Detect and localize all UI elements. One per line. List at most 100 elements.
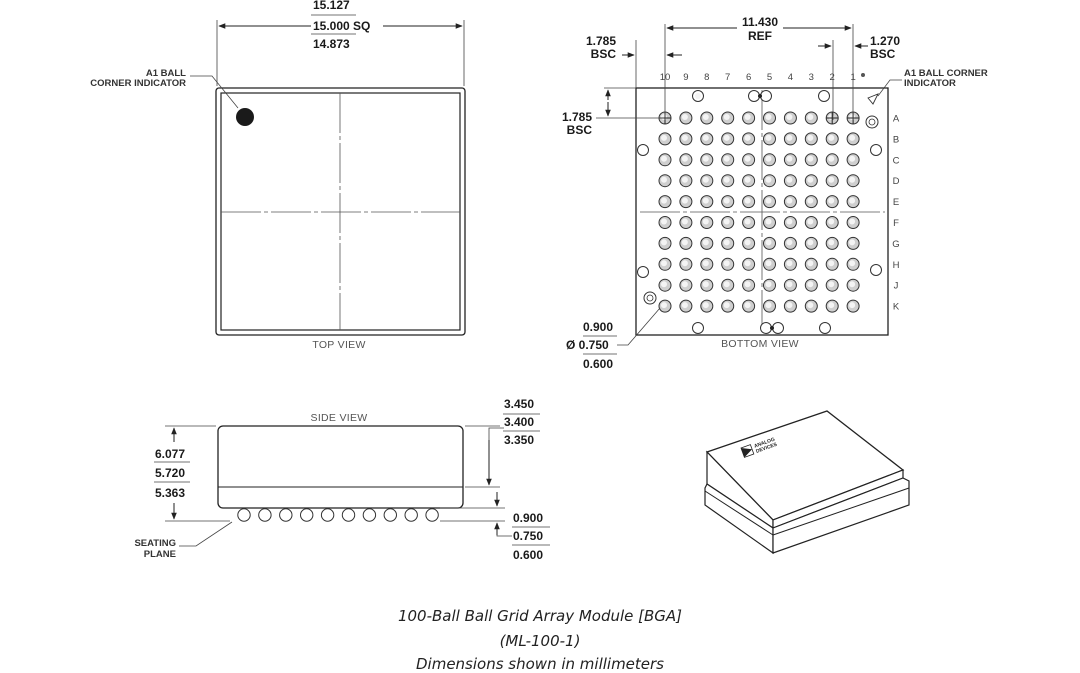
ball-highlight (828, 155, 835, 162)
ball-highlight (849, 176, 856, 183)
column-label-9: 9 (683, 72, 688, 83)
seating-leader (179, 521, 233, 547)
body-nom: 3.400 (504, 415, 534, 429)
ball-dia-min: 0.600 (583, 357, 613, 371)
ball-highlight (723, 114, 730, 120)
side-ball-10 (237, 508, 251, 522)
ball-highlight (765, 114, 772, 120)
ball-highlight (744, 176, 751, 183)
fiducial (772, 322, 784, 334)
ball-highlight (744, 114, 751, 120)
ball-highlight (702, 134, 709, 141)
ball-highlight (744, 197, 751, 204)
side-ball-1 (425, 508, 439, 522)
ball-highlight (786, 134, 793, 141)
ball-highlight (661, 134, 667, 141)
ball-highlight (744, 239, 751, 246)
ball-highlight (849, 155, 856, 162)
ball-highlight (828, 260, 835, 267)
caption-title: 100-Ball Ball Grid Array Module [BGA] (397, 607, 683, 625)
ball-highlight (765, 134, 772, 141)
ball-highlight (807, 155, 814, 162)
ball-highlight (744, 134, 751, 141)
ball-highlight (681, 176, 688, 183)
ball-highlight (849, 302, 856, 309)
ball-highlight (661, 260, 667, 267)
ball-highlight (786, 114, 793, 120)
offset-y-label: BSC (567, 123, 593, 137)
column-label-8: 8 (704, 72, 709, 83)
fiducial (760, 322, 772, 334)
ball-highlight (702, 239, 709, 246)
row-label-G: G (892, 239, 899, 250)
ball-highlight (702, 197, 709, 204)
ball-highlight (807, 260, 814, 267)
ball-highlight (828, 302, 835, 309)
ball-highlight (681, 197, 688, 204)
fiducial (818, 90, 830, 102)
ball-highlight (681, 134, 688, 141)
side-view: SIDE VIEW 6.077 5.720 5.363 3.450 3.400 … (134, 397, 550, 562)
side-ball-5 (341, 508, 356, 522)
top-dim-nom: 15.000 SQ (313, 19, 370, 33)
column-label-2: 2 (830, 72, 835, 83)
ball-highlight (807, 134, 814, 141)
ball-highlight (681, 155, 688, 162)
ball-highlight (702, 114, 709, 120)
top-view-outline (215, 87, 466, 336)
ball-highlight (723, 176, 730, 183)
row-label-H: H (893, 260, 900, 271)
ball-highlight (786, 281, 793, 288)
ball-highlight (786, 155, 793, 162)
fiducial-center (770, 326, 774, 330)
ball-highlight (744, 155, 751, 162)
side-view-body (217, 425, 464, 509)
height-min: 5.363 (155, 486, 185, 500)
a1-corner-line2: INDICATOR (904, 78, 956, 89)
ball-dia-max: 0.900 (583, 320, 613, 334)
top-view-inner-outline (220, 92, 461, 331)
ball-highlight (723, 302, 730, 309)
row-label-F: F (893, 218, 899, 229)
ball-highlight (828, 218, 835, 225)
ball-highlight (765, 281, 772, 288)
fiducial (865, 115, 879, 129)
ball-highlight (723, 197, 730, 204)
ball-highlight (765, 176, 772, 183)
ballh-leader (496, 523, 512, 537)
column-label-6: 6 (746, 72, 751, 83)
ball-highlight (849, 114, 856, 120)
ball-highlight (702, 218, 709, 225)
ballh-max: 0.900 (513, 511, 543, 525)
ball-highlight (723, 155, 730, 162)
iso-substrate-left (704, 483, 774, 555)
ball-highlight (681, 302, 688, 309)
isometric-view: ANALOG DEVICES (704, 410, 910, 555)
row-label-E: E (893, 197, 899, 208)
ball-dia-nom: Ø 0.750 (566, 338, 609, 352)
ball-highlight (807, 302, 814, 309)
side-ball-3 (383, 508, 397, 522)
ball-highlight (807, 239, 814, 246)
ball-grid (658, 111, 860, 313)
ball-highlight (702, 260, 709, 267)
ball-highlight (681, 114, 688, 120)
fiducial (819, 322, 831, 334)
fiducial (760, 90, 772, 102)
caption-units: Dimensions shown in millimeters (415, 655, 664, 673)
ball-highlight (765, 302, 772, 309)
column-label-5: 5 (767, 72, 772, 83)
fiducial (748, 90, 760, 102)
side-ball-6 (320, 508, 335, 522)
ball-highlight (661, 218, 667, 225)
ball-highlight (661, 239, 667, 246)
top-view-label: TOP VIEW (312, 339, 365, 351)
ball-highlight (765, 155, 772, 162)
ball-highlight (744, 302, 751, 309)
column-label-7: 7 (725, 72, 730, 83)
ball-highlight (661, 155, 667, 162)
a1-callout-leader (190, 75, 239, 109)
ball-highlight (681, 218, 688, 225)
ball-highlight (661, 114, 667, 120)
